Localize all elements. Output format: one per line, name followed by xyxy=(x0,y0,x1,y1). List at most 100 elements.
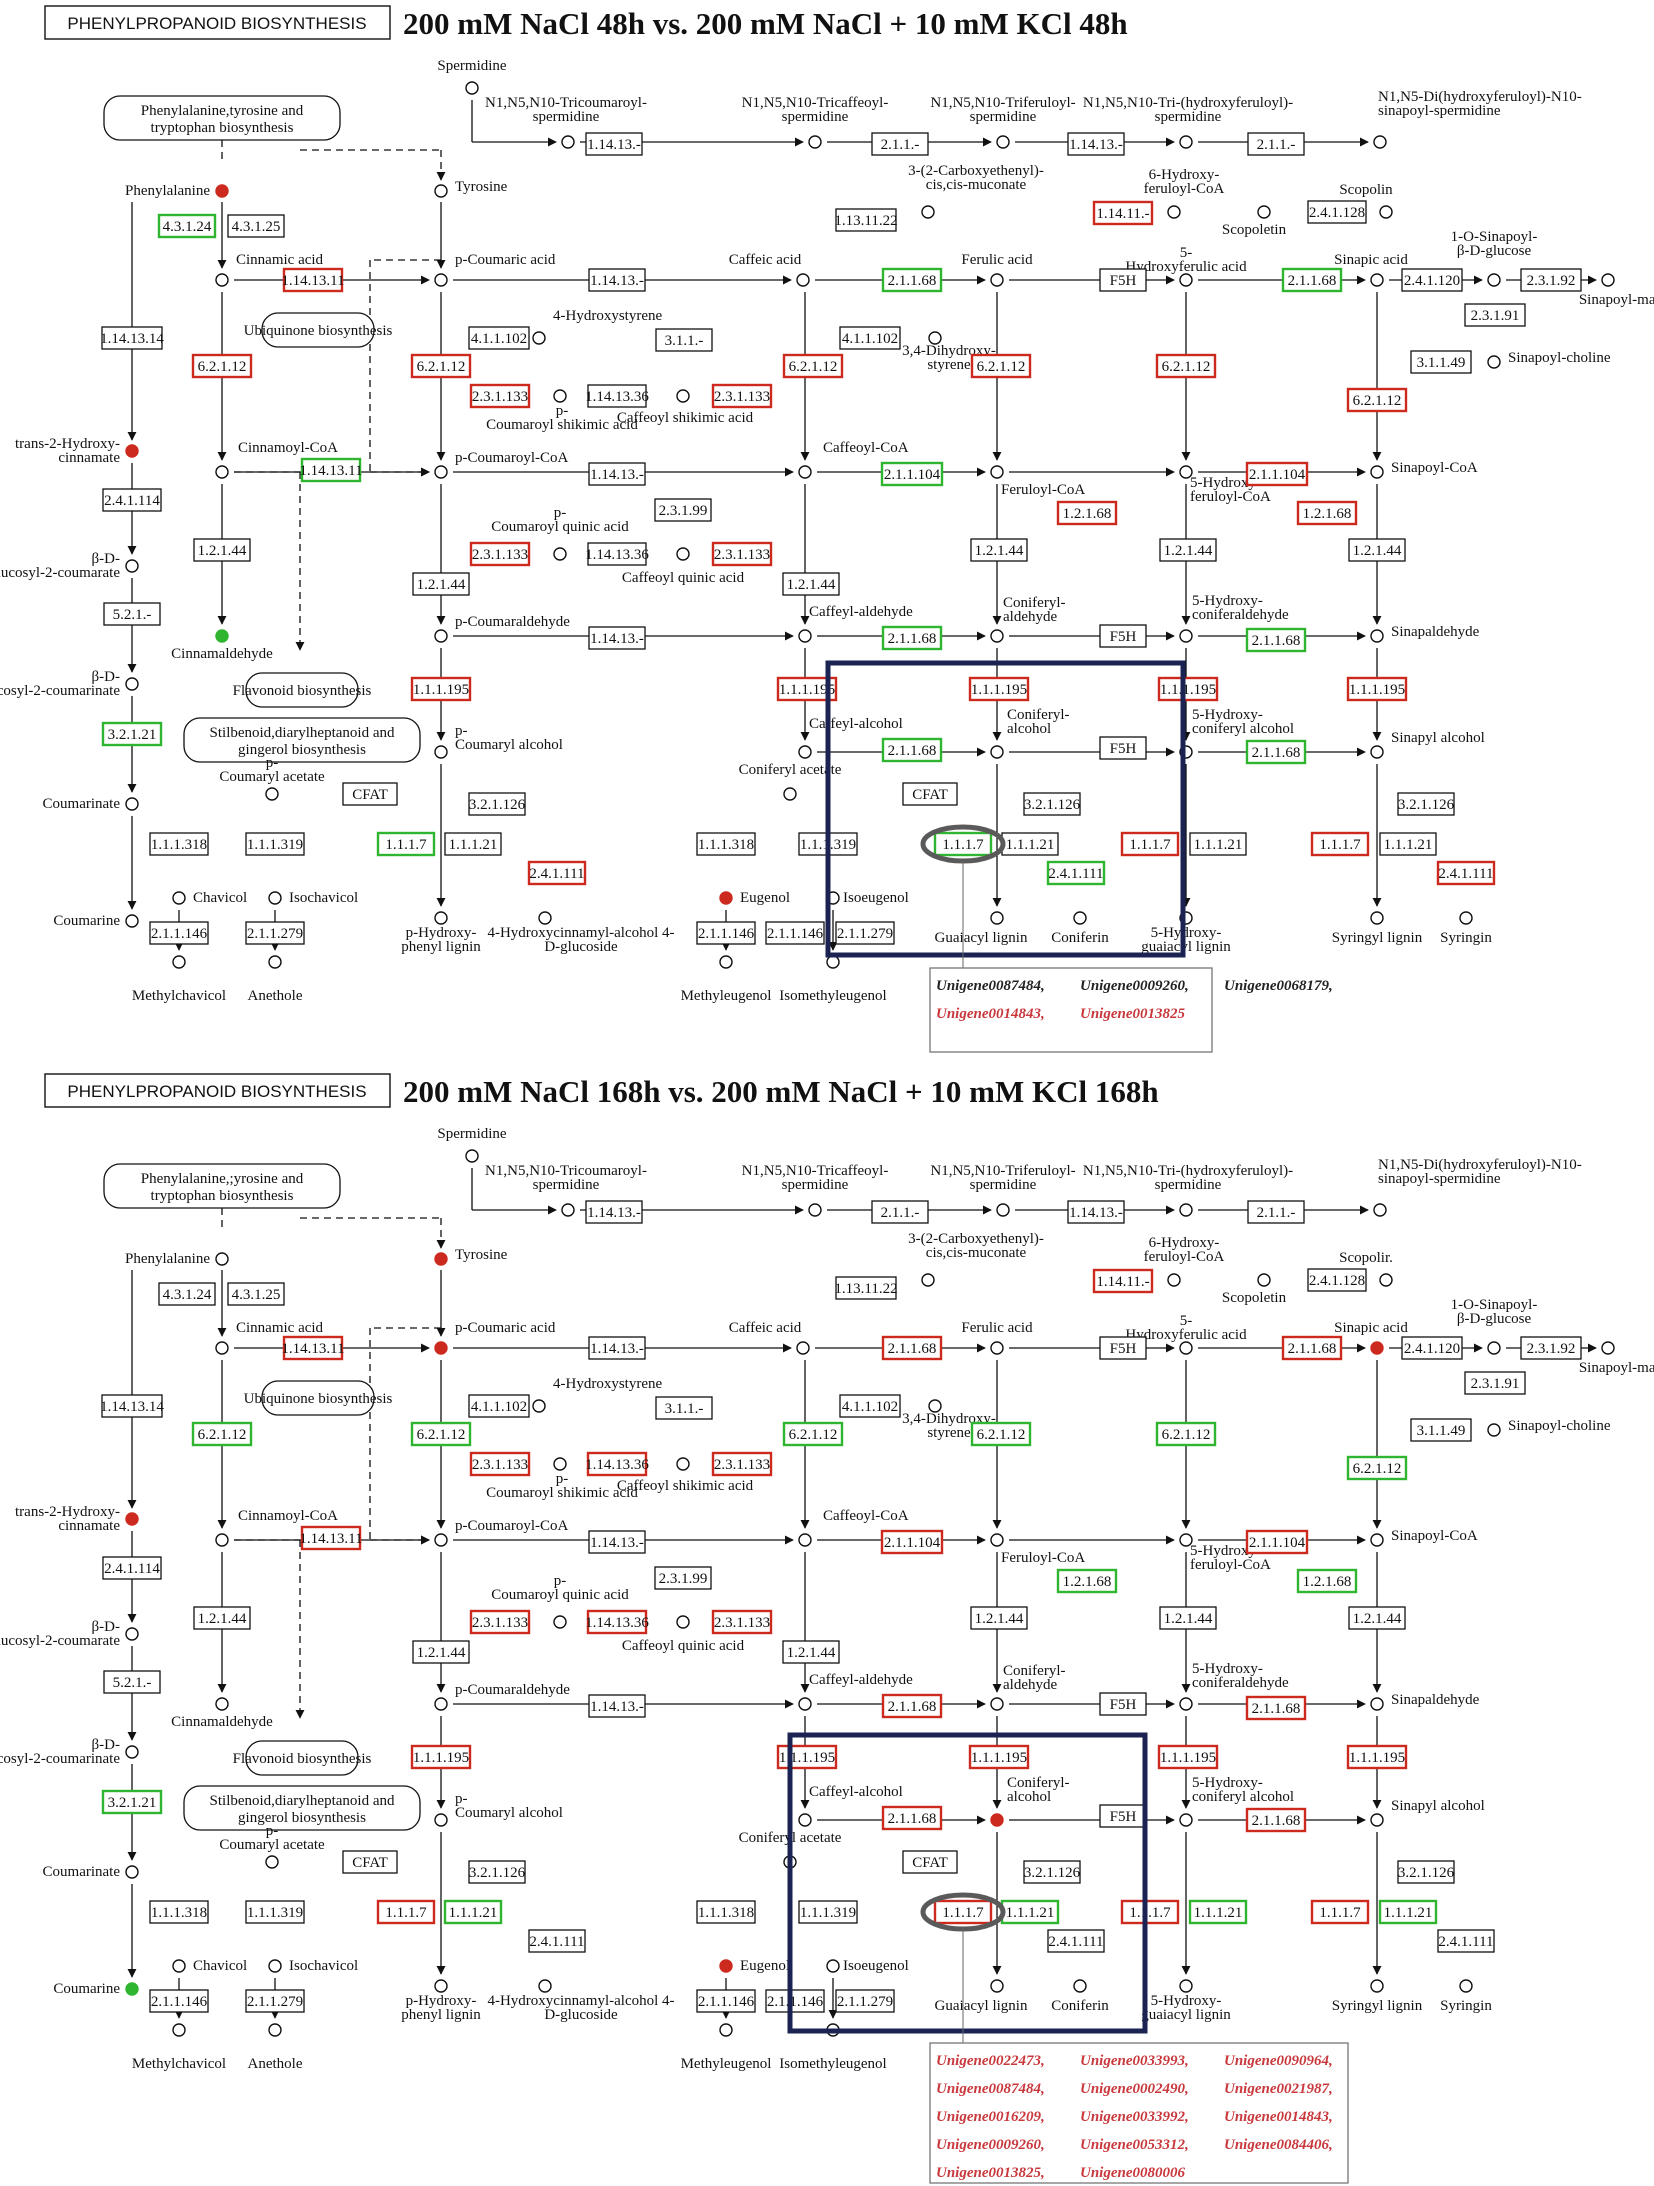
compound-node[interactable] xyxy=(1370,1697,1384,1711)
compound-node[interactable] xyxy=(1167,205,1181,219)
compound-node[interactable] xyxy=(1370,1979,1384,1993)
compound-node[interactable] xyxy=(125,1512,139,1526)
enzyme-box[interactable] xyxy=(711,1609,773,1635)
compound-node[interactable] xyxy=(1167,1273,1181,1287)
compound-node[interactable] xyxy=(808,1203,822,1217)
enzyme-box[interactable] xyxy=(585,132,643,156)
enzyme-box[interactable] xyxy=(102,488,162,512)
compound-node[interactable] xyxy=(561,135,575,149)
compound-node[interactable] xyxy=(676,1457,690,1471)
enzyme-box[interactable] xyxy=(1397,1860,1455,1884)
compound-node[interactable] xyxy=(434,1697,448,1711)
compound-node[interactable] xyxy=(1179,135,1193,149)
compound-node[interactable] xyxy=(1487,355,1501,369)
enzyme-box[interactable] xyxy=(655,328,713,352)
enzyme-box[interactable] xyxy=(149,1989,209,2013)
enzyme-box[interactable] xyxy=(342,782,398,806)
compound-node[interactable] xyxy=(990,273,1004,287)
enzyme-box[interactable] xyxy=(1092,1268,1154,1294)
compound-node[interactable] xyxy=(990,1533,1004,1547)
enzyme-box[interactable] xyxy=(376,1899,436,1925)
compound-node[interactable] xyxy=(719,891,733,905)
enzyme-box[interactable] xyxy=(412,572,470,596)
enzyme-box[interactable] xyxy=(588,462,646,486)
enzyme-box[interactable] xyxy=(655,1396,713,1420)
compound-node[interactable] xyxy=(125,1627,139,1641)
compound-node[interactable] xyxy=(465,81,479,95)
compound-node[interactable] xyxy=(1179,465,1193,479)
compound-node[interactable] xyxy=(125,1865,139,1879)
enzyme-box[interactable] xyxy=(245,1989,305,2013)
enzyme-box[interactable] xyxy=(880,1529,944,1555)
enzyme-box[interactable] xyxy=(1245,461,1309,487)
compound-node[interactable] xyxy=(434,273,448,287)
enzyme-box[interactable] xyxy=(835,1276,897,1300)
enzyme-box[interactable] xyxy=(588,1530,646,1554)
compound-node[interactable] xyxy=(265,1855,279,1869)
compound-node[interactable] xyxy=(990,1813,1004,1827)
enzyme-box[interactable] xyxy=(654,498,712,522)
enzyme-box[interactable] xyxy=(469,1609,531,1635)
compound-node[interactable] xyxy=(798,1697,812,1711)
enzyme-box[interactable] xyxy=(585,1200,643,1224)
compound-node[interactable] xyxy=(215,629,229,643)
enzyme-box[interactable] xyxy=(468,326,530,350)
compound-node[interactable] xyxy=(1373,135,1387,149)
compound-node[interactable] xyxy=(532,1399,546,1413)
enzyme-box[interactable] xyxy=(149,1900,209,1924)
enzyme-box[interactable] xyxy=(871,1200,929,1224)
compound-node[interactable] xyxy=(553,1615,567,1629)
enzyme-box[interactable] xyxy=(588,1694,646,1718)
enzyme-box[interactable] xyxy=(1296,1568,1358,1594)
compound-node[interactable] xyxy=(268,891,282,905)
compound-node[interactable] xyxy=(538,911,552,925)
enzyme-box[interactable] xyxy=(443,1899,503,1925)
enzyme-box[interactable] xyxy=(1310,831,1370,857)
enzyme-box[interactable] xyxy=(1310,1899,1370,1925)
enzyme-box[interactable] xyxy=(711,1451,773,1477)
compound-node[interactable] xyxy=(1379,205,1393,219)
compound-node[interactable] xyxy=(798,745,812,759)
enzyme-box[interactable] xyxy=(410,1744,472,1770)
enzyme-box[interactable] xyxy=(586,1609,648,1635)
enzyme-box[interactable] xyxy=(1155,353,1217,379)
compound-node[interactable] xyxy=(996,1203,1010,1217)
compound-node[interactable] xyxy=(125,1982,139,1996)
enzyme-box[interactable] xyxy=(588,1336,646,1360)
enzyme-box[interactable] xyxy=(1346,1455,1408,1481)
compound-node[interactable] xyxy=(990,745,1004,759)
enzyme-box[interactable] xyxy=(1348,538,1406,562)
enzyme-box[interactable] xyxy=(1281,1335,1343,1361)
enzyme-box[interactable] xyxy=(410,1421,472,1447)
compound-node[interactable] xyxy=(1179,1203,1193,1217)
enzyme-box[interactable] xyxy=(1157,1744,1219,1770)
enzyme-box[interactable] xyxy=(1379,832,1437,856)
compound-node[interactable] xyxy=(434,184,448,198)
enzyme-box[interactable] xyxy=(968,1744,1030,1770)
compound-node[interactable] xyxy=(676,547,690,561)
enzyme-box[interactable] xyxy=(103,1670,161,1694)
enzyme-box[interactable] xyxy=(1307,1268,1367,1292)
compound-node[interactable] xyxy=(172,1959,186,1973)
compound-node[interactable] xyxy=(1379,1273,1393,1287)
compound-node[interactable] xyxy=(1601,273,1615,287)
enzyme-box[interactable] xyxy=(1046,860,1106,886)
enzyme-box[interactable] xyxy=(933,831,993,857)
enzyme-box[interactable] xyxy=(1245,739,1307,765)
enzyme-box[interactable] xyxy=(696,1989,756,2013)
compound-node[interactable] xyxy=(1370,911,1384,925)
compound-node[interactable] xyxy=(125,914,139,928)
compound-node[interactable] xyxy=(1370,465,1384,479)
enzyme-box[interactable] xyxy=(711,541,773,567)
enzyme-box[interactable] xyxy=(1410,350,1472,374)
enzyme-box[interactable] xyxy=(1247,1200,1305,1224)
enzyme-box[interactable] xyxy=(1159,538,1217,562)
enzyme-box[interactable] xyxy=(1307,200,1367,224)
enzyme-box[interactable] xyxy=(245,921,305,945)
compound-node[interactable] xyxy=(990,1697,1004,1711)
compound-node[interactable] xyxy=(1179,1697,1193,1711)
enzyme-box[interactable] xyxy=(711,383,773,409)
enzyme-box[interactable] xyxy=(587,384,647,408)
enzyme-box[interactable] xyxy=(1436,860,1496,886)
enzyme-box[interactable] xyxy=(468,1860,526,1884)
